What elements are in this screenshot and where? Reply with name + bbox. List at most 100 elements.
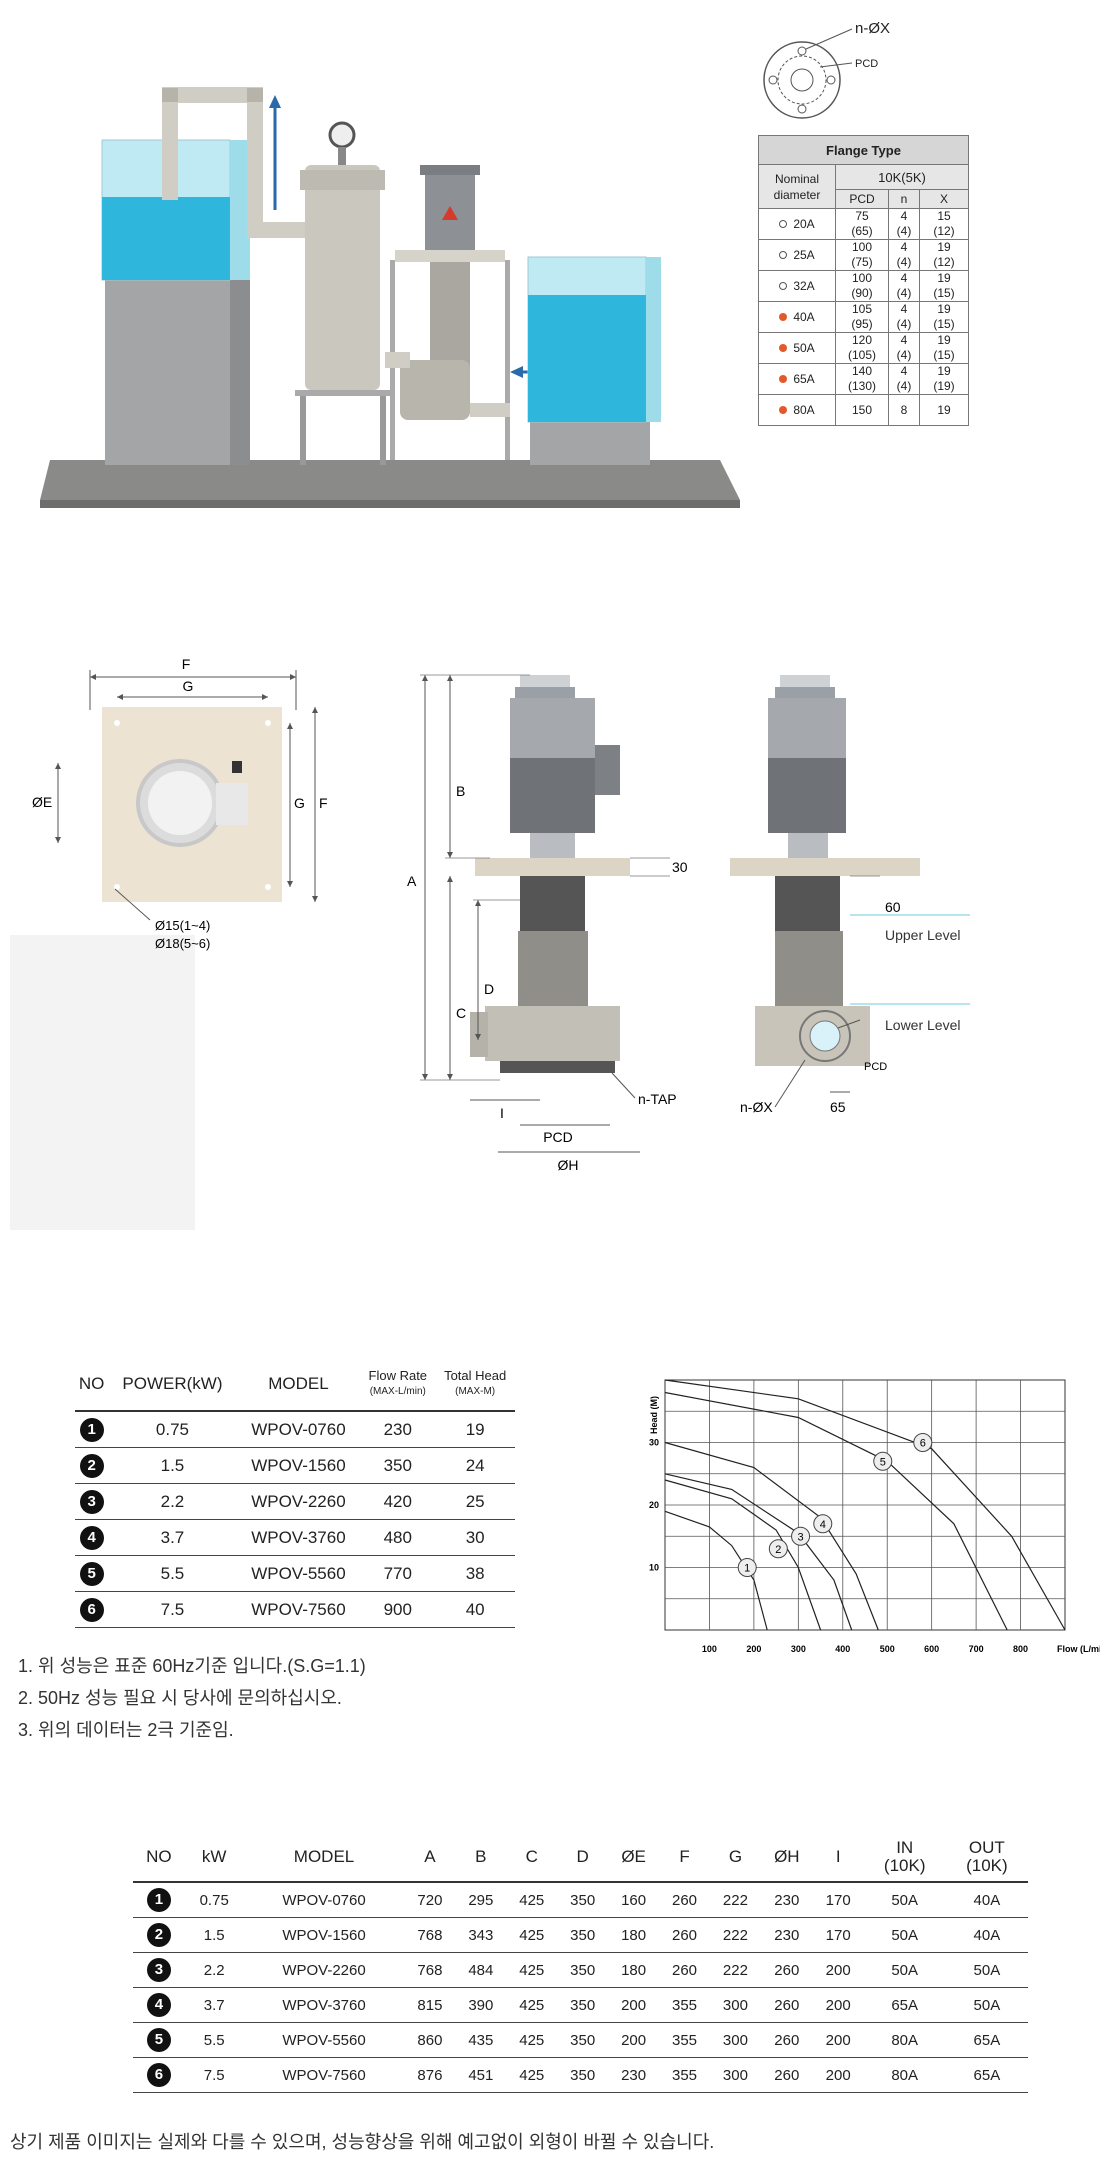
dim-cell: 65A	[863, 1987, 946, 2023]
perf-model-cell: WPOV-0760	[236, 1411, 361, 1448]
dim-cell: 50A	[863, 1882, 946, 1918]
dim-header-7: ØE	[608, 1838, 660, 1883]
row-number-badge: 1	[146, 1888, 171, 1912]
dim-cell: 260	[760, 1952, 813, 1988]
dim-cell: 425	[506, 2022, 558, 2058]
perf-flow-cell: 770	[360, 1555, 436, 1592]
dim-header-text: IN	[896, 1838, 914, 1857]
row-number-badge: 6	[79, 1597, 104, 1622]
flange-n-cell: 4(4)	[888, 208, 920, 240]
dim-header-sub: (10K)	[966, 1856, 1008, 1875]
dim-header-sub: (10K)	[883, 1856, 926, 1875]
dim-header-text: B	[475, 1847, 487, 1866]
x-tick-label: 700	[969, 1644, 984, 1654]
performance-table: NO POWER(kW) MODEL Flow Rate(MAX-L/min) …	[75, 1368, 515, 1628]
flange-x-value: 19	[937, 240, 951, 254]
perf-power-cell: 1.5	[108, 1447, 237, 1484]
row-number-badge: 3	[79, 1489, 104, 1514]
dim-cell: 260	[760, 2057, 813, 2093]
dim-cell: 200	[608, 1987, 660, 2023]
dim-header-3: A	[404, 1838, 456, 1883]
top-f-side-label: F	[319, 795, 328, 811]
dim-cell: 180	[608, 1917, 660, 1953]
flange-pcd-value: 140	[851, 364, 873, 378]
flange-diagram: n-ØX PCD	[763, 20, 890, 119]
x-axis-label: Flow (L/min)	[1057, 1644, 1100, 1654]
perf-no-cell: 3	[75, 1483, 109, 1520]
flange-pcd-label: PCD	[855, 58, 878, 70]
curve-marker-3	[791, 1526, 811, 1546]
perf-power-header: POWER(kW)	[108, 1368, 237, 1412]
dim-cell: 295	[455, 1882, 507, 1918]
dim-header-6: D	[557, 1838, 609, 1883]
flange-n-value: 4	[900, 271, 908, 285]
perf-no-header: NO	[75, 1368, 109, 1412]
dim-cell: 260	[760, 1987, 813, 2023]
dim-cell: 50A	[863, 1917, 946, 1953]
flange-size-cell: 20A	[758, 208, 836, 240]
dim-cell: 2	[133, 1917, 185, 1953]
perf-flow-cell: 480	[360, 1519, 436, 1556]
dim-cell: 65A	[945, 2022, 1028, 2058]
dim-cell: 222	[709, 1882, 761, 1918]
flange-n-cell: 4(4)	[888, 332, 920, 364]
dim-cell: WPOV-0760	[243, 1882, 405, 1918]
flange-x-cell: 19(15)	[919, 332, 969, 364]
flange-n-value: 4	[900, 364, 908, 378]
curve-marker-label: 1	[744, 1563, 750, 1575]
front-c-label: C	[456, 1005, 466, 1021]
curve-marker-label: 3	[797, 1531, 803, 1543]
perf-power-cell: 5.5	[108, 1555, 237, 1592]
flange-n-value: 4	[900, 333, 908, 347]
dim-cell: 7.5	[184, 2057, 244, 2093]
flange-col-header: n	[888, 189, 920, 209]
perf-head-cell: 30	[435, 1519, 515, 1556]
top-g-side-label: G	[294, 795, 305, 811]
dim-cell: 768	[404, 1952, 456, 1988]
flange-x-5k-value: (15)	[933, 317, 955, 331]
flange-x-cell: 19	[919, 394, 969, 426]
dim-cell: 5	[133, 2022, 185, 2058]
dim-cell: 6	[133, 2057, 185, 2093]
dim-cell: 80A	[863, 2022, 946, 2058]
dim-header-text: OUT	[968, 1838, 1005, 1857]
dim-cell: 170	[812, 1917, 864, 1953]
side-pcd-label: PCD	[864, 1061, 887, 1073]
dim-cell: 230	[760, 1882, 813, 1918]
dim-header-0: NO	[133, 1838, 185, 1883]
dim-cell: 720	[404, 1882, 456, 1918]
flange-n-cell: 4(4)	[888, 301, 920, 333]
dim-cell: 200	[812, 2057, 864, 2093]
curve-marker-2	[768, 1539, 788, 1559]
curve-marker-4	[813, 1514, 833, 1534]
dim-header-text: kW	[201, 1847, 227, 1866]
flange-size-cell: 25A	[758, 239, 836, 271]
flange-x-value: 15	[937, 209, 951, 223]
dim-cell: 300	[709, 2022, 761, 2058]
flange-n-5k-value: (4)	[896, 379, 912, 393]
dim-cell: WPOV-7560	[243, 2057, 405, 2093]
flange-size: 65A	[793, 371, 815, 386]
dim-cell: 390	[455, 1987, 507, 2023]
flange-pcd-value: 105	[851, 302, 873, 316]
flange-pcd-cell: 100(90)	[835, 270, 889, 302]
dim-cell: 300	[709, 1987, 761, 2023]
nominal-diameter-header: Nominal diameter	[758, 164, 836, 209]
dim-header-text: NO	[146, 1847, 172, 1866]
flange-n-5k-value: (4)	[896, 348, 912, 362]
perf-head-cell: 24	[435, 1447, 515, 1484]
curve-marker-label: 4	[820, 1519, 826, 1531]
dim-cell: 1	[133, 1882, 185, 1918]
y-tick-label: 20	[649, 1500, 659, 1510]
dim-cell: 768	[404, 1917, 456, 1953]
dim-header-text: A	[424, 1847, 436, 1866]
top-hole-label-2: Ø18(5~6)	[155, 936, 210, 951]
flange-col-header: X	[919, 189, 969, 209]
flange-size-cell: 65A	[758, 363, 836, 395]
front-tap-label: n-TAP	[638, 1091, 677, 1107]
